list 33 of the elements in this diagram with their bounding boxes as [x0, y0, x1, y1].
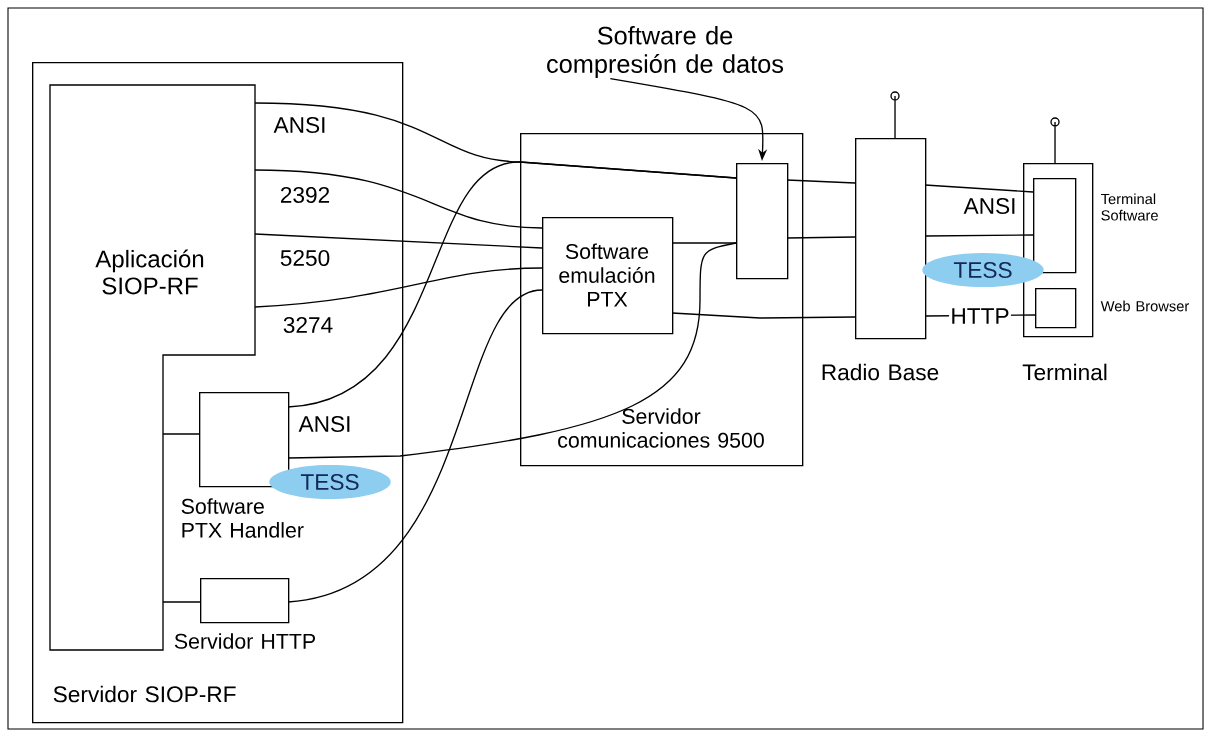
node-label: Servidor HTTP	[174, 633, 315, 649]
connector-line	[671, 312, 856, 319]
node-label: Radio Base	[822, 363, 939, 381]
edge-label: HTTP	[949, 306, 1011, 326]
connector-line	[287, 161, 737, 408]
edge-label: ANSI	[962, 196, 1018, 216]
edge-label: ANSI	[272, 115, 328, 135]
connector-line	[162, 601, 201, 603]
node-label: Software PTX Handler	[181, 498, 304, 538]
highlighted-label: TESS	[922, 253, 1044, 287]
node-label: Terminal	[1022, 363, 1107, 381]
edge-label: ANSI	[297, 414, 353, 434]
edge-label: 3274	[281, 315, 335, 335]
connector-line	[786, 236, 856, 239]
connector-line	[254, 169, 543, 229]
connector-line	[254, 267, 543, 308]
connector-line	[786, 179, 856, 184]
edge-label: 2392	[278, 185, 332, 205]
browser-box: Web Browser	[1035, 288, 1189, 329]
connector-line	[162, 433, 200, 435]
compression-box	[736, 163, 789, 280]
node-label: Terminal Software	[1101, 193, 1158, 221]
http-server-box: Servidor HTTP	[174, 578, 315, 649]
edge-label: 5250	[278, 248, 332, 268]
heading-text: Software de compresión de datos	[547, 26, 784, 78]
emulation-box: Software emulación PTX	[542, 217, 674, 335]
connector-line	[287, 289, 543, 603]
node-label: Web Browser	[1100, 300, 1189, 312]
connector-line	[254, 233, 543, 249]
connector-line	[924, 184, 1034, 193]
connector-line	[924, 234, 1034, 237]
connector-line	[671, 242, 737, 244]
highlighted-label: TESS	[269, 465, 391, 499]
